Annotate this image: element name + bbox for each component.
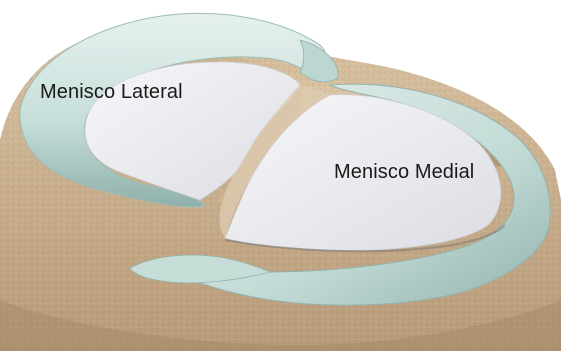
medial-meniscus-label: Menisco Medial bbox=[334, 161, 474, 184]
lateral-meniscus-label: Menisco Lateral bbox=[40, 81, 183, 104]
